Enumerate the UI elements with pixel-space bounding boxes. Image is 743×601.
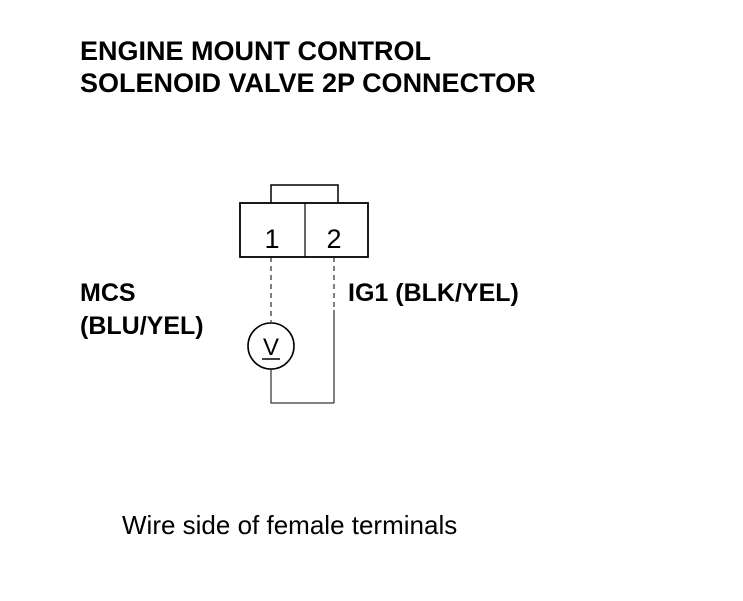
ig1-label: IG1 (BLK/YEL) — [348, 279, 519, 307]
pin-2-label: 2 — [326, 224, 341, 254]
mcs-label-line-1: MCS — [80, 279, 136, 307]
connector-lock-tab — [270, 184, 339, 203]
title-line-2: SOLENOID VALVE 2P CONNECTOR — [80, 68, 536, 98]
pin-1-label: 1 — [264, 224, 279, 254]
voltmeter-symbol: V — [263, 334, 279, 361]
voltmeter-return-wire — [270, 369, 334, 404]
voltmeter-icon: V — [247, 322, 295, 370]
connector-housing — [239, 184, 369, 258]
connector-body — [239, 202, 369, 258]
mcs-label-line-2: (BLU/YEL) — [80, 312, 204, 340]
title-line-1: ENGINE MOUNT CONTROL — [80, 36, 431, 66]
caption: Wire side of female terminals — [122, 510, 457, 540]
